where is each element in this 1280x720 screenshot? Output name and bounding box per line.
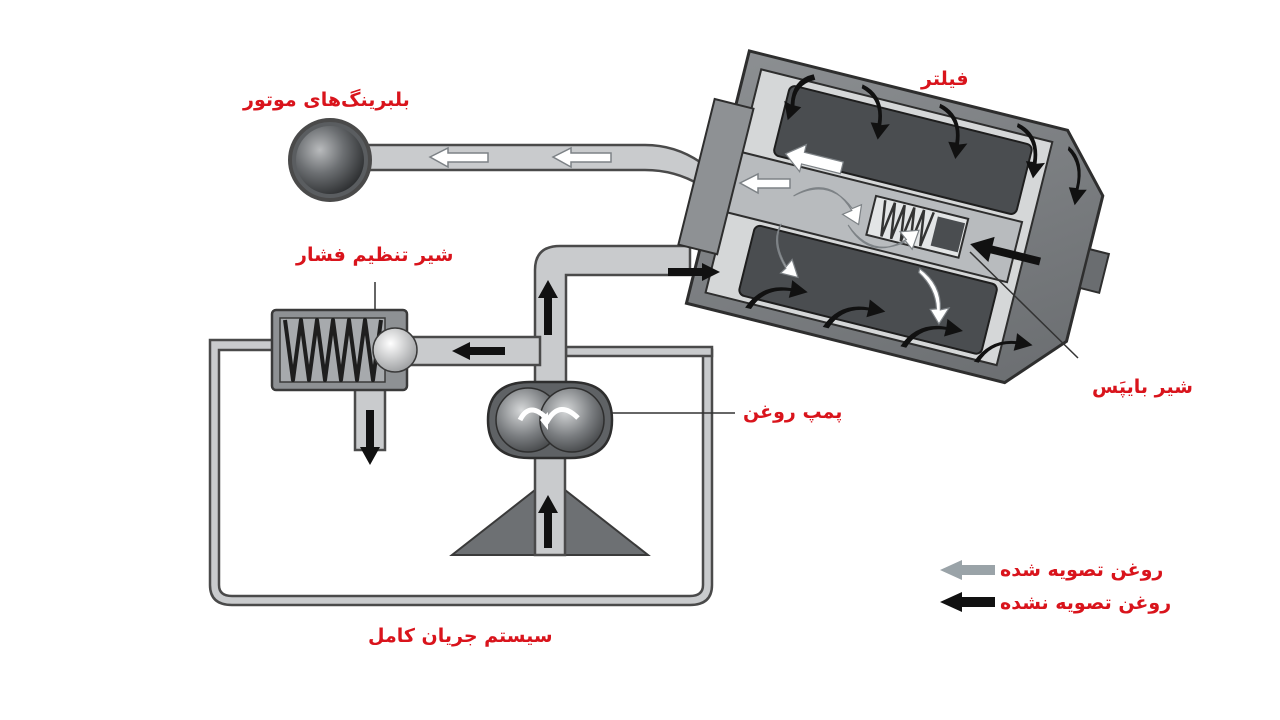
unfiltered-arrows-pipe <box>360 263 720 548</box>
valve-spring <box>283 318 383 382</box>
filter-element-top <box>773 85 1033 215</box>
filter-label: فیلتر <box>921 68 969 90</box>
filter-element-bottom <box>738 224 998 355</box>
suction-pipe <box>533 450 567 557</box>
return-loop-pipe <box>208 338 714 607</box>
bearing-feed-pipe <box>353 143 737 187</box>
legend-unfiltered-arrow <box>940 592 995 612</box>
full-flow-label: سیستم جریان کامل <box>368 625 553 647</box>
legend-filtered-arrow <box>940 560 995 580</box>
oil-filter <box>677 49 1111 385</box>
bearings-label: بلبرینگ‌های موتور <box>243 89 410 111</box>
valve-ball <box>372 327 418 373</box>
oil-pump-label: پمپ روغن <box>743 401 843 423</box>
bypass-valve-label: شیر بایپَس <box>1092 376 1193 398</box>
legend-unfiltered-label: روغن تصویه نشده <box>1000 592 1172 614</box>
filtered-arrows-pipe <box>428 146 791 195</box>
legend-filtered-label: روغن تصویه شده <box>1000 559 1164 581</box>
pressure-valve-label: شیر تنظیم فشار <box>296 244 454 266</box>
return-pipe-top-right <box>564 345 714 358</box>
pump-discharge-pipe <box>533 244 692 397</box>
